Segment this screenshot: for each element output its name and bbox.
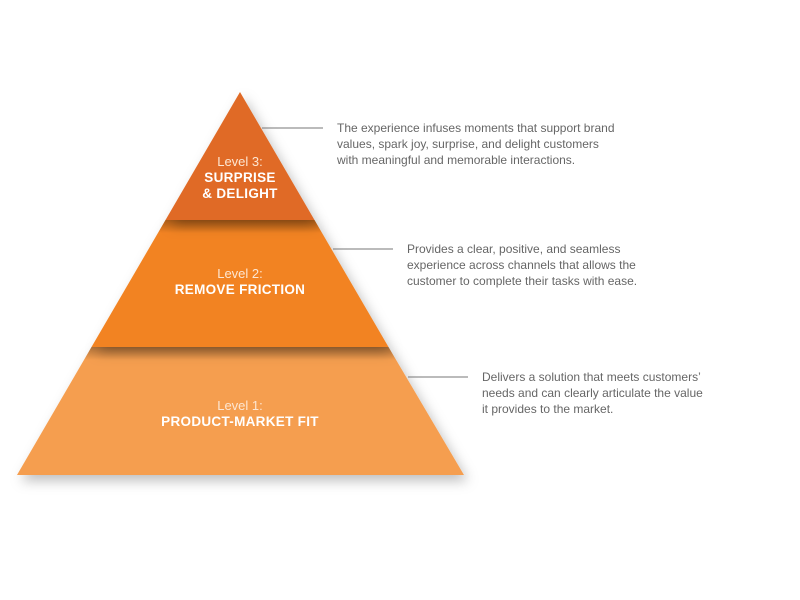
level-3-label: Level 3: SURPRISE & DELIGHT xyxy=(120,153,360,202)
description-line: Delivers a solution that meets customers… xyxy=(482,370,701,384)
pyramid-level-1 xyxy=(17,347,464,475)
description-line: values, spark joy, surprise, and delight… xyxy=(337,137,599,151)
description-line: with meaningful and memorable interactio… xyxy=(337,153,576,167)
description-line: experience across channels that allows t… xyxy=(407,258,636,272)
level-1-description: Delivers a solution that meets customers… xyxy=(482,369,703,417)
level-2-number: Level 2: xyxy=(217,266,263,281)
level-1-number: Level 1: xyxy=(217,398,263,413)
level-3-number: Level 3: xyxy=(217,154,263,169)
pyramid-level-2 xyxy=(91,220,389,347)
level-2-top-shadow xyxy=(158,220,322,233)
description-line: The experience infuses moments that supp… xyxy=(337,121,615,135)
level-1-top-shadow xyxy=(84,347,396,360)
level-3-title-line1: SURPRISE xyxy=(204,170,276,185)
description-line: needs and can clearly articulate the val… xyxy=(482,386,703,400)
level-2-label: Level 2: REMOVE FRICTION xyxy=(120,265,360,298)
level-3-description: The experience infuses moments that supp… xyxy=(337,120,615,168)
level-1-title: PRODUCT-MARKET FIT xyxy=(161,414,319,429)
description-line: it provides to the market. xyxy=(482,402,614,416)
level-2-title: REMOVE FRICTION xyxy=(174,282,306,297)
level-1-label: Level 1: PRODUCT-MARKET FIT xyxy=(120,397,360,430)
pyramid-level-3 xyxy=(165,92,315,220)
level-2-description: Provides a clear, positive, and seamless… xyxy=(407,241,637,289)
description-line: Provides a clear, positive, and seamless xyxy=(407,242,621,256)
description-line: customer to complete their tasks with ea… xyxy=(407,274,638,288)
level-3-title-line2: & DELIGHT xyxy=(202,186,278,201)
